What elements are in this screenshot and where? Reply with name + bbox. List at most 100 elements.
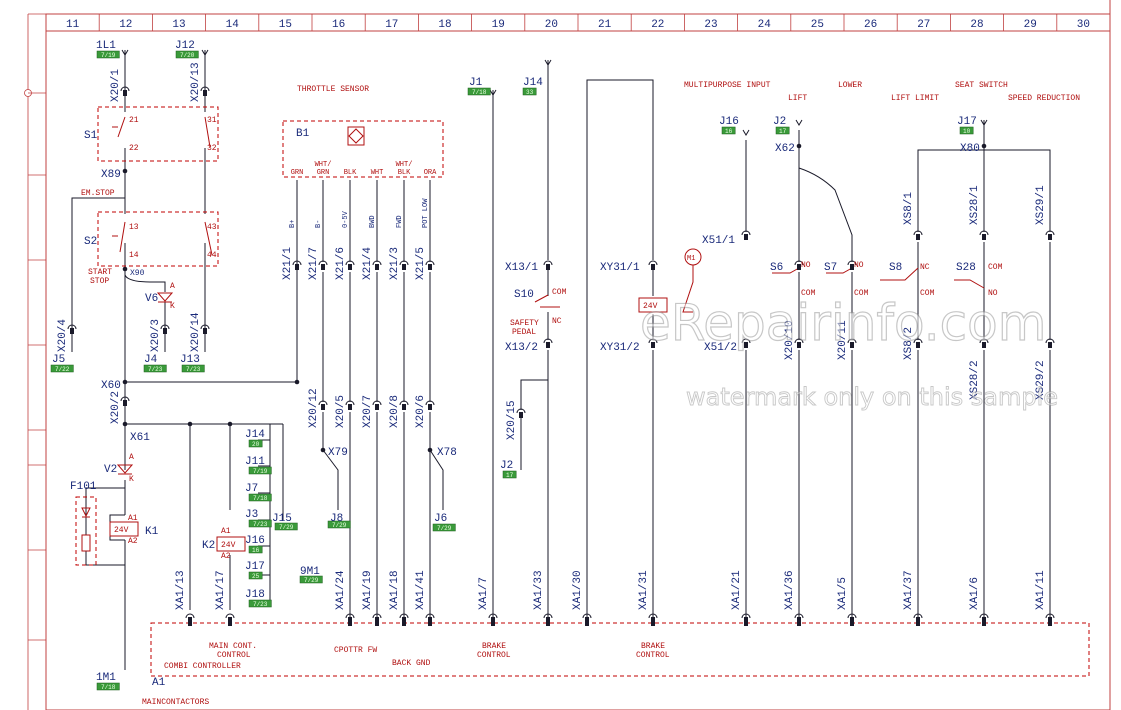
label-s6: S6: [770, 262, 783, 274]
jumper-label: J18: [245, 589, 265, 601]
entry-arrow-icon: [201, 49, 209, 56]
connector-pin-icon: [120, 86, 130, 96]
column-number: 14: [226, 19, 240, 31]
diodes: [81, 292, 174, 518]
column-number: 22: [651, 19, 664, 31]
xa1-pin-icon: [847, 613, 857, 626]
junction-dot: [981, 143, 987, 149]
xa1-pin-icon: [425, 613, 435, 626]
connector-pin-icon: [318, 400, 328, 410]
s2-c44: 44: [207, 251, 217, 260]
label-x89: X89: [101, 169, 121, 181]
label-x20-14: X20/14: [190, 312, 202, 352]
k1-coil: [109, 521, 139, 537]
label-s28: S28: [956, 262, 976, 274]
column-number: 23: [704, 19, 717, 31]
brake1-control-label: CONTROL: [477, 651, 511, 660]
xa1-pin-icon: [399, 613, 409, 626]
v6-k: K: [170, 302, 175, 311]
connector-pin-icon: [200, 324, 210, 334]
column-number: 19: [492, 19, 505, 31]
b1-signal: 0-5V: [342, 210, 350, 228]
section-titles: THROTTLE SENSOR MULTIPURPOSE INPUT LOWER…: [297, 81, 1080, 103]
jumper-label: J11: [245, 456, 265, 468]
connector-symbols: [67, 49, 1055, 626]
label-j16-top: J16: [719, 116, 739, 128]
k1-a2: A2: [128, 537, 138, 546]
label-9m1: 9M1: [300, 566, 320, 578]
b1-box: [282, 120, 444, 178]
label-b1: B1: [296, 128, 310, 140]
label-x90: X90: [130, 269, 145, 278]
label-xs8-2: XS8/2: [903, 327, 915, 360]
s8-com: COM: [920, 289, 935, 298]
svg-text:16: 16: [252, 547, 260, 554]
b1-signal: BWD: [369, 215, 377, 228]
tag-j15: 7/29: [274, 522, 298, 531]
label-xa1: XA1/6: [969, 577, 981, 610]
svg-text:7/19: 7/19: [253, 468, 268, 475]
tag-jumper: 7/19: [248, 466, 272, 475]
junction-dot: [187, 421, 193, 427]
xa1-pin-icon: [488, 613, 498, 626]
node-dots: [122, 143, 987, 453]
label-x21: X21/4: [362, 247, 374, 280]
svg-text:7/19: 7/19: [101, 52, 116, 59]
connector-pin-icon: [372, 400, 382, 410]
column-number: 30: [1077, 19, 1090, 31]
junction-dot: [427, 447, 433, 453]
connector-pin-icon: [741, 338, 751, 348]
connector-pin-icon: [425, 400, 435, 410]
tag-j2-bottom: 17: [502, 470, 517, 479]
label-j14-top: J14: [523, 77, 543, 89]
column-number: 24: [758, 19, 772, 31]
connector-pin-icon: [160, 324, 170, 334]
xa1-pin-icon: [979, 613, 989, 626]
label-j6: J6: [434, 513, 447, 525]
k2-a2: A2: [221, 552, 231, 561]
tag-j17: 10: [959, 126, 974, 135]
column-number: 16: [332, 19, 345, 31]
label-xa1: XA1/11: [1035, 570, 1047, 610]
connector-pin-icon: [913, 338, 923, 348]
b1-pin: ORA: [424, 169, 437, 177]
entry-arrow-icon: [121, 49, 129, 56]
label-a1: A1: [152, 677, 166, 689]
junction-dot: [796, 143, 802, 149]
svg-text:7/22: 7/22: [55, 366, 70, 373]
entry-arrow-icon: [795, 119, 803, 126]
s1-c21: 21: [129, 116, 139, 125]
tag-j4: 7/23: [143, 364, 167, 373]
xy31-voltage: 24V: [643, 302, 658, 311]
label-xa1: XA1/13: [175, 570, 187, 610]
label-x78: X78: [437, 447, 457, 459]
svg-text:33: 33: [526, 89, 534, 96]
connector-pin-icon: [847, 260, 857, 270]
label-x80: X80: [960, 143, 980, 155]
label-xs28-2: XS28/2: [969, 360, 981, 400]
connector-pin-icon: [516, 408, 526, 418]
label-x21: X21/1: [282, 247, 294, 280]
label-j8: J8: [330, 513, 343, 525]
tag-1m1: 7/18: [96, 682, 120, 691]
label-xs8-1: XS8/1: [903, 192, 915, 225]
red-labels: 21 22 31 32 13 14 43 44 EM.STOP START ST…: [81, 116, 1003, 707]
v2-a: A: [129, 453, 134, 462]
junction-dot: [294, 379, 300, 385]
s1-c22: 22: [129, 144, 139, 153]
connector-pin-icon: [372, 260, 382, 270]
svg-text:7/20: 7/20: [180, 52, 195, 59]
label-x13-2: X13/2: [505, 342, 538, 354]
xa1-pin-icon: [582, 613, 592, 626]
tag-jumper: 25: [248, 571, 263, 580]
label-xa1: XA1/24: [335, 570, 347, 610]
b1-signal: B+: [289, 220, 297, 228]
connector-pin-icon: [979, 338, 989, 348]
maincontactors-label: MAINCONTACTORS: [142, 698, 209, 707]
xa1-pin-icon: [741, 613, 751, 626]
label-j1: J1: [469, 77, 483, 89]
back-gnd-label: BACK GND: [392, 659, 431, 668]
column-number: 18: [438, 19, 451, 31]
connector-pin-icon: [425, 260, 435, 270]
tag-j8: 7/29: [327, 520, 351, 529]
